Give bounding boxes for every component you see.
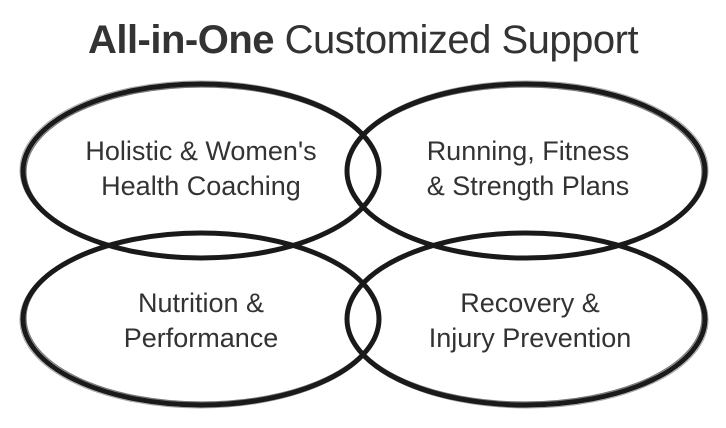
node-label-bottom-right: Recovery & Injury Prevention (360, 286, 700, 356)
node-line: Recovery & (460, 288, 600, 318)
ellipse-top-left (19, 80, 382, 261)
ellipse-bottom-right (344, 230, 709, 409)
node-label-bottom-left: Nutrition & Performance (31, 286, 371, 356)
title-regular: Customized Support (284, 18, 639, 62)
node-line: Holistic & Women's (85, 136, 317, 166)
node-line: Running, Fitness (426, 136, 630, 166)
ellipse-top-right (344, 80, 709, 261)
title-bold: All-in-One (87, 18, 275, 62)
ellipse-bottom-left (19, 230, 382, 409)
node-line: Performance (123, 323, 279, 353)
node-line: & Strength Plans (426, 171, 630, 201)
page-title: All-in-One Customized Support (0, 18, 726, 63)
node-label-top-left: Holistic & Women's Health Coaching (31, 134, 371, 204)
node-line: Injury Prevention (428, 323, 632, 353)
node-line: Health Coaching (101, 171, 301, 201)
node-label-top-right: Running, Fitness & Strength Plans (358, 134, 698, 204)
node-line: Nutrition & (137, 288, 265, 318)
